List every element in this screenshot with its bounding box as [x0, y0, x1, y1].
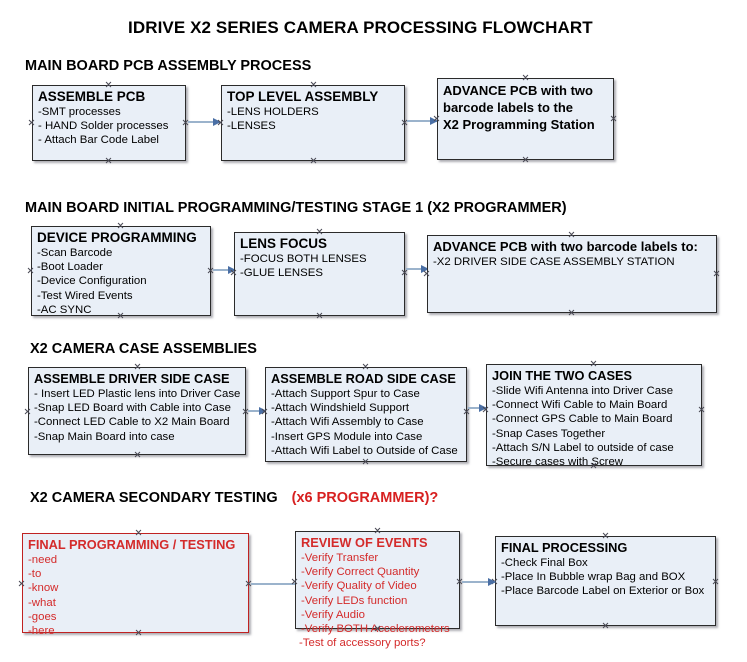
node-line: barcode labels to the: [443, 100, 574, 115]
node-final-programming-testing[interactable]: FINAL PROGRAMMING / TESTING -need -to -k…: [22, 533, 249, 637]
node-line: -Slide Wifi Antenna into Driver Case: [492, 385, 674, 397]
node-header: ADVANCE PCB with two barcode labels to:: [433, 239, 698, 254]
node-line: - Attach Bar Code Label: [38, 134, 159, 147]
section-heading-main-board-initial-programming: MAIN BOARD INITIAL PROGRAMMING/TESTING S…: [25, 200, 567, 216]
node-line: -X2 DRIVER SIDE CASE ASSEMBLY STATION: [433, 256, 675, 268]
node-header: FINAL PROCESSING: [501, 540, 628, 555]
node-line: -Device Configuration: [37, 275, 147, 288]
node-assemble-pcb[interactable]: ASSEMBLE PCB -SMT processes - HAND Solde…: [32, 85, 186, 161]
node-review-of-events[interactable]: REVIEW OF EVENTS -Verify Transfer -Verif…: [295, 531, 460, 649]
node-line: -Verify Quality of Video: [301, 580, 417, 593]
node-line: -LENSES: [227, 120, 276, 133]
node-line: -GLUE LENSES: [240, 267, 323, 280]
node-assemble-driver-side-case[interactable]: ASSEMBLE DRIVER SIDE CASE - Insert LED P…: [28, 367, 246, 455]
section-heading-text: X2 CAMERA SECONDARY TESTING: [30, 490, 278, 506]
node-line: -Snap Main Board into case: [34, 430, 175, 443]
node-line: -Connect LED Cable to X2 Main Board: [34, 416, 230, 429]
node-line: -AC SYNC: [37, 303, 92, 316]
node-line: -Scan Barcode: [37, 247, 113, 259]
node-line-overflow: -Test of accessory ports?: [299, 637, 426, 650]
node-join-the-two-cases[interactable]: JOIN THE TWO CASES -Slide Wifi Antenna i…: [486, 364, 702, 469]
node-header: DEVICE PROGRAMMING: [37, 230, 197, 245]
node-line: -goes: [28, 610, 57, 623]
node-lens-focus[interactable]: LENS FOCUS -FOCUS BOTH LENSES -GLUE LENS…: [234, 232, 405, 316]
section-heading-accent: (x6 PROGRAMMER)?: [291, 490, 439, 506]
node-line: -Verify BOTH Accelerometers: [301, 623, 450, 636]
section-heading-main-board-pcb-assembly: MAIN BOARD PCB ASSEMBLY PROCESS: [25, 58, 312, 74]
node-line: -Insert GPS Module into Case: [271, 430, 423, 443]
node-line: -Secure cases with Screw: [492, 456, 624, 469]
node-advance-pcb-to-programming-station[interactable]: ADVANCE PCB with two barcode labels to t…: [437, 78, 614, 160]
node-header: ASSEMBLE PCB: [38, 89, 146, 104]
node-advance-pcb-to-driver-side-case[interactable]: ADVANCE PCB with two barcode labels to: …: [427, 235, 717, 313]
node-line: -LENS HOLDERS: [227, 106, 319, 118]
node-line: -Check Final Box: [501, 557, 588, 569]
node-line: -need: [28, 554, 58, 566]
node-line: -Verify LEDs function: [301, 594, 408, 607]
node-line: -what: [28, 596, 56, 609]
node-line: -Verify Correct Quantity: [301, 566, 420, 579]
node-line: -here: [28, 625, 55, 638]
node-final-processing[interactable]: FINAL PROCESSING -Check Final Box -Place…: [495, 536, 716, 626]
node-line: -Boot Loader: [37, 261, 103, 274]
node-header: JOIN THE TWO CASES: [492, 368, 633, 383]
node-device-programming[interactable]: DEVICE PROGRAMMING -Scan Barcode -Boot L…: [31, 226, 211, 316]
node-line: - Insert LED Plastic lens into Driver Ca…: [34, 388, 241, 400]
node-line: -Attach Wifi Label to Outside of Case: [271, 444, 458, 457]
node-line: -know: [28, 582, 59, 595]
node-line: -Snap LED Board with Cable into Case: [34, 402, 231, 415]
node-line: -Snap Cases Together: [492, 427, 606, 440]
node-top-level-assembly[interactable]: TOP LEVEL ASSEMBLY -LENS HOLDERS -LENSES: [221, 85, 405, 161]
arrow-driver-side-to-road-side: [248, 406, 267, 415]
node-line: -Connect GPS Cable to Main Board: [492, 413, 673, 426]
node-header: FINAL PROGRAMMING / TESTING: [28, 537, 236, 552]
node-header: REVIEW OF EVENTS: [301, 535, 428, 550]
node-line: -Attach S/N Label to outside of case: [492, 441, 674, 454]
connector-final-programming-to-review: [251, 583, 296, 585]
section-heading-x2-camera-secondary-testing: X2 CAMERA SECONDARY TESTING (x6 PROGRAMM…: [30, 490, 438, 506]
node-line: -Attach Wifi Assembly to Case: [271, 416, 424, 429]
arrow-lens-focus-to-advance-pcb: [406, 264, 429, 273]
node-assemble-road-side-case[interactable]: ASSEMBLE ROAD SIDE CASE -Attach Support …: [265, 367, 467, 462]
node-line: -to: [28, 568, 42, 581]
arrow-device-programming-to-lens-focus: [213, 265, 236, 274]
node-header: LENS FOCUS: [240, 236, 328, 251]
node-line: -SMT processes: [38, 106, 121, 118]
node-line: -Verify Audio: [301, 608, 365, 621]
connector-review-to-final-processing: [462, 581, 495, 583]
node-line: -Connect Wifi Cable to Main Board: [492, 399, 668, 412]
node-header: TOP LEVEL ASSEMBLY: [227, 89, 379, 104]
section-heading-x2-camera-case-assemblies: X2 CAMERA CASE ASSEMBLIES: [30, 341, 257, 357]
arrow-top-level-assembly-to-advance-pcb: [407, 116, 438, 125]
page-title: IDRIVE X2 SERIES CAMERA PROCESSING FLOWC…: [128, 18, 593, 37]
arrow-assemble-pcb-to-top-level-assembly: [188, 117, 221, 126]
node-line: -Place In Bubble wrap Bag and BOX: [501, 571, 686, 584]
node-header: ASSEMBLE ROAD SIDE CASE: [271, 371, 456, 386]
node-line: -Attach Windshield Support: [271, 402, 410, 415]
node-line: -Place Barcode Label on Exterior or Box: [501, 585, 705, 598]
node-line: -Verify Transfer: [301, 552, 379, 564]
arrowhead-into-final-processing: [482, 577, 496, 586]
node-line: -FOCUS BOTH LENSES: [240, 253, 367, 265]
node-line: -Attach Support Spur to Case: [271, 388, 420, 400]
node-line: - HAND Solder processes: [38, 120, 169, 133]
node-line: ADVANCE PCB with two: [443, 83, 593, 98]
node-line: X2 Programming Station: [443, 117, 595, 132]
node-header: ASSEMBLE DRIVER SIDE CASE: [34, 371, 230, 386]
node-line: -Test Wired Events: [37, 289, 133, 302]
arrow-road-side-to-join-cases: [468, 403, 487, 412]
